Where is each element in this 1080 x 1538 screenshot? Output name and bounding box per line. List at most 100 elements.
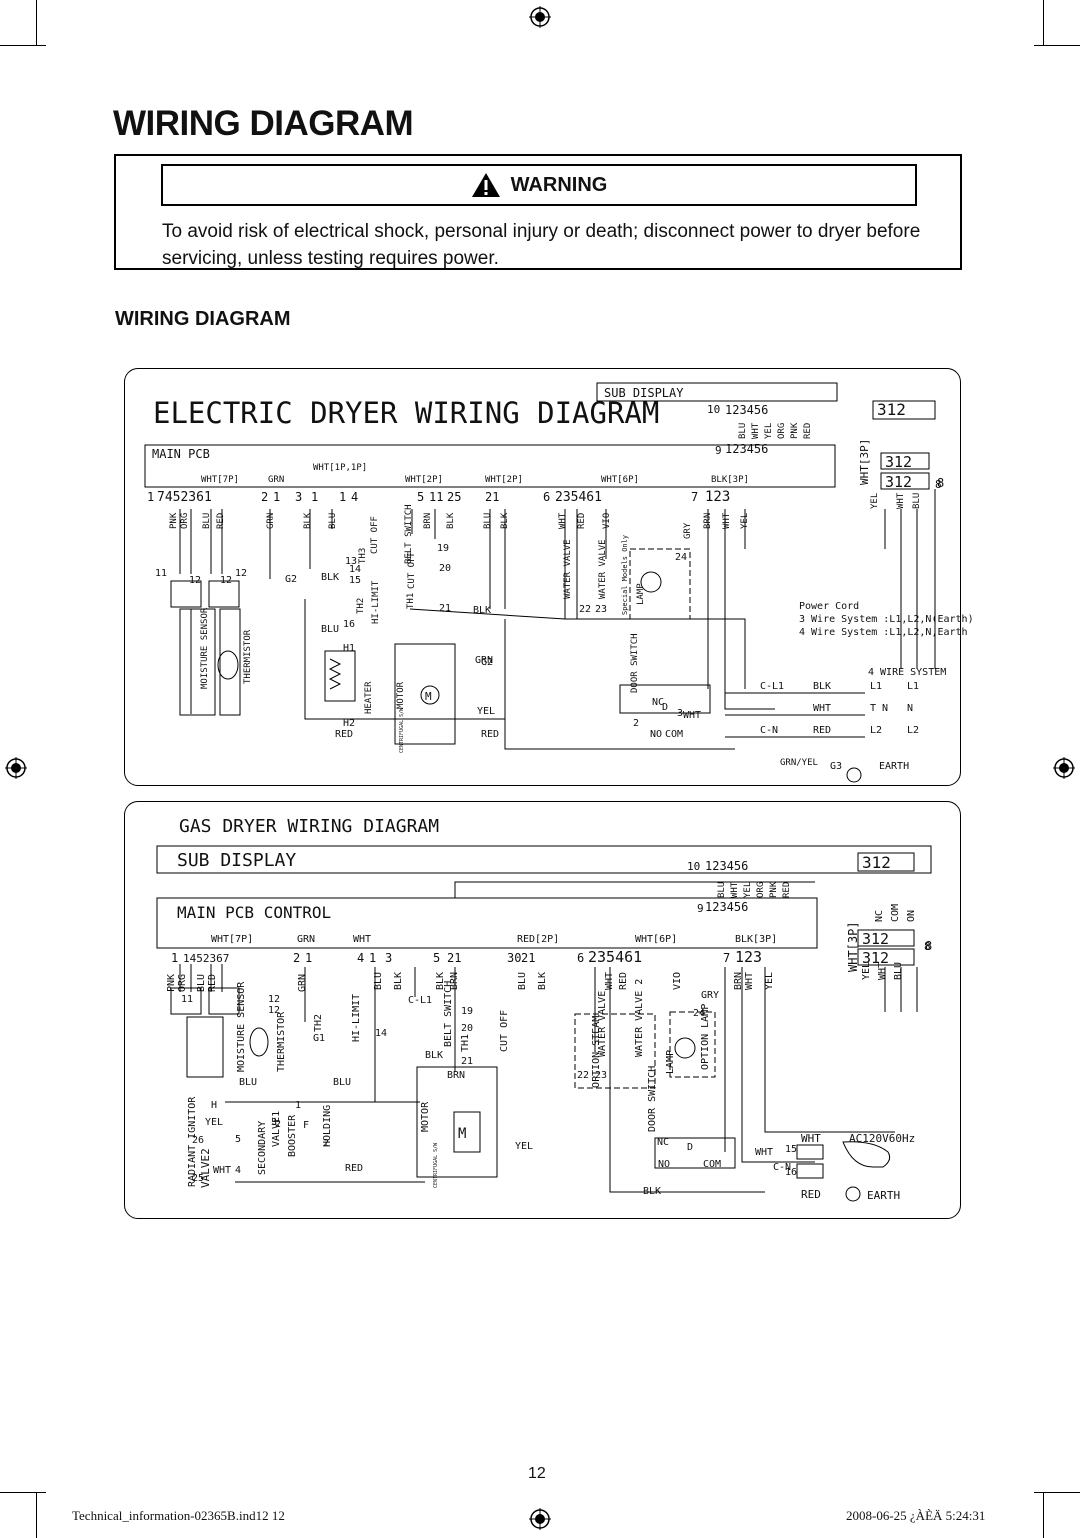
wire-color-label: BRN [423, 513, 433, 529]
connector-pins: 123456 [725, 442, 768, 456]
node-label: 2 [323, 1138, 329, 1149]
pin-label: 1 [147, 490, 154, 504]
heater-coil-icon [328, 658, 342, 690]
component-label: CUT OFF [499, 1010, 510, 1052]
lamp-option-box [629, 548, 691, 620]
pin-label: 7 [691, 490, 698, 504]
wire-color-label: WHT [744, 972, 755, 990]
pin-label: 8 [925, 939, 932, 953]
electric-diagram-panel: ELECTRIC DRYER WIRING DIAGRAM SUB DISPLA… [124, 368, 974, 786]
wire-color-label: BLK [393, 972, 404, 990]
crop-mark [1034, 1492, 1080, 1493]
main-pcb-label: MAIN PCB CONTROL [177, 903, 331, 922]
sub-display-box [596, 382, 838, 402]
connector-label: GRN [268, 475, 284, 485]
connector-label: RED[2P] [517, 934, 559, 945]
pin-label: 11 [429, 490, 443, 504]
wire-color-label: PNK [769, 881, 779, 898]
pin-label: 235461 [588, 948, 642, 966]
node-label: BLK [425, 1050, 443, 1061]
node-label: 20 [461, 1023, 473, 1034]
wire-color-label: GRY [683, 522, 693, 539]
ground-icon [845, 1186, 861, 1202]
power-cord-3wire: 3 Wire System :L1,L2,N(Earth) [799, 614, 974, 625]
ground-wire-label: GRN/YEL [780, 758, 818, 768]
main-pcb-box [156, 897, 818, 949]
node-label: NO [658, 1159, 670, 1170]
node-label: YEL [477, 706, 495, 717]
wire-color-label: BLU [738, 423, 748, 439]
pin-label: 9 [697, 902, 704, 915]
node-label: 24 [693, 1008, 705, 1019]
wire-color-label: RED [207, 974, 218, 992]
svg-text:M: M [425, 690, 432, 703]
wire-color-label: BLK [303, 512, 313, 529]
terminal-name: C-L1 [760, 681, 784, 692]
node-label: 26 [192, 1135, 204, 1146]
connector-label: BLK[3P] [711, 475, 749, 485]
node-label: BLK [473, 605, 491, 616]
wire-color-label: ORG [180, 513, 190, 529]
pin-label: 3 [385, 951, 392, 965]
pin-label: 6 [543, 490, 550, 504]
motor-icon [453, 1111, 481, 1153]
pcb-connector-labels: WHT[7P]GRNWHT[1P,1P]WHT[2P]WHT[2P]WHT[6P… [201, 463, 749, 485]
node-label: 3 [271, 1117, 277, 1128]
pin-label: 1 [171, 951, 178, 965]
node-label: 21 [461, 1056, 473, 1067]
power-plug-icon [842, 1141, 891, 1168]
node-label: 23 [595, 1070, 607, 1081]
wire-system-label: 4 WIRE SYSTEM [868, 667, 946, 678]
connector-box [208, 987, 240, 1015]
node-label: 2 [275, 1119, 281, 1130]
lamp-icon [674, 1037, 696, 1059]
pin-label: 8 [935, 478, 942, 491]
pin-label: 1 [311, 490, 318, 504]
node-label: 14 [349, 564, 361, 575]
node-label: NC [652, 697, 664, 708]
component-label: OPTION STEAM [591, 1016, 602, 1088]
node-label: GRN [475, 655, 493, 666]
component-label: LAMP [665, 1050, 676, 1074]
node-label: 12 [235, 568, 247, 579]
gas-title: GAS DRYER WIRING DIAGRAM [179, 816, 439, 837]
wire-color-label: BLU [202, 513, 212, 529]
door-switch-box [654, 1137, 736, 1169]
pin-label: 8 [937, 476, 944, 490]
registration-mark-icon [529, 6, 551, 28]
section-heading: WIRING DIAGRAM [115, 308, 291, 330]
connector-box [880, 452, 930, 470]
wire-color-label: ORG [777, 423, 787, 439]
pin-label: 6 [577, 951, 584, 965]
earth-label: EARTH [867, 1189, 900, 1202]
connector-pins: 312 [862, 949, 889, 967]
pin-label: 7452361 [157, 490, 212, 505]
thermistor-icon [217, 650, 239, 680]
wire-color-label: BLU [912, 493, 922, 509]
wire-color-label: WHT [896, 492, 906, 509]
connector-pins: 312 [862, 853, 891, 872]
component-label: WATER VALVE 2 [634, 979, 645, 1057]
pin-label: 5 [417, 490, 424, 504]
option-steam-box [574, 1013, 656, 1089]
connector-label: WHT[6P] [601, 475, 639, 485]
pin-label: 8 [924, 940, 931, 953]
node-label: 25 [192, 1173, 204, 1184]
terminal-left: L2 [870, 725, 882, 736]
footer-timestamp: 2008-06-25 ¿ÀÈÄ 5:24:31 [846, 1508, 986, 1523]
sub-display-label: SUB DISPLAY [177, 850, 296, 871]
component-label: RADIANT IGNITOR [187, 1096, 198, 1187]
pin-label: 3 [295, 490, 302, 504]
wire-color-label: BLU [196, 974, 207, 992]
component-label: TH1 [460, 1034, 471, 1052]
component-label: CUT OFF [370, 516, 380, 554]
node-label: WHT [755, 1147, 773, 1158]
component-label: DOOR SWITCH [647, 1066, 658, 1132]
node-label: 3 [677, 708, 683, 719]
warning-text: To avoid risk of electrical shock, perso… [162, 221, 921, 269]
